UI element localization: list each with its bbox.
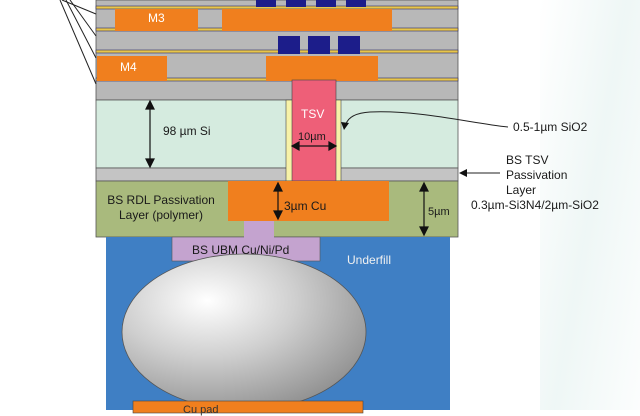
m4-line xyxy=(266,56,378,81)
via-top xyxy=(286,0,306,7)
bs-tsv-passivation-line-1: BS TSV xyxy=(506,153,549,167)
liner-label: 0.5-1µm SiO2 xyxy=(513,120,588,134)
tsv-width-label: 10µm xyxy=(298,131,326,143)
solder-ball xyxy=(121,253,367,411)
via-top xyxy=(316,0,336,7)
via-mid xyxy=(308,36,330,54)
bs-tsv-passivation-line-4: 0.3µm-Si3N4/2µm-SiO2 xyxy=(471,198,599,212)
tsv-label: TSV xyxy=(301,107,325,121)
bs-tsv-passivation-label: BS TSV Passivation Layer 0.3µm-Si3N4/2µm… xyxy=(471,153,636,213)
rdl-passivation-line-1: BS RDL Passivation xyxy=(107,193,215,207)
rdl-passivation-label: BS RDL Passivation Layer (polymer) xyxy=(101,193,221,223)
liner-leader xyxy=(345,111,509,128)
bottom-pad-label: Cu pad xyxy=(183,404,219,416)
bs-tsv-passivation-layer xyxy=(95,167,459,182)
via-mid xyxy=(278,36,300,54)
m4-label: M4 xyxy=(120,60,137,74)
m4-pad-left xyxy=(97,56,167,81)
m3-line xyxy=(222,9,392,31)
rdl-thickness-label: 5µm xyxy=(428,206,450,218)
cu-rdl xyxy=(228,181,389,221)
via-mid xyxy=(338,36,360,54)
via-top xyxy=(346,0,366,7)
m3-pad-left xyxy=(115,9,198,31)
silicon-substrate xyxy=(95,99,459,169)
tsv-body xyxy=(291,79,337,182)
si-thickness-label: 98 µm Si xyxy=(163,124,211,138)
ubm-label: BS UBM Cu/Ni/Pd xyxy=(192,243,290,257)
bs-tsv-passivation-line-2: Passivation xyxy=(506,168,568,182)
via-top xyxy=(256,0,276,7)
ubm-neck xyxy=(244,221,274,239)
underfill-label: Underfill xyxy=(347,253,392,267)
beol-vias xyxy=(256,0,366,54)
rdl-passivation-line-2: Layer (polymer) xyxy=(118,208,204,222)
cu-thickness-label: 3µm Cu xyxy=(284,199,327,213)
bs-tsv-passivation-line-3: Layer xyxy=(506,183,537,197)
bottom-pad xyxy=(132,400,364,414)
m3-label: M3 xyxy=(148,11,165,25)
